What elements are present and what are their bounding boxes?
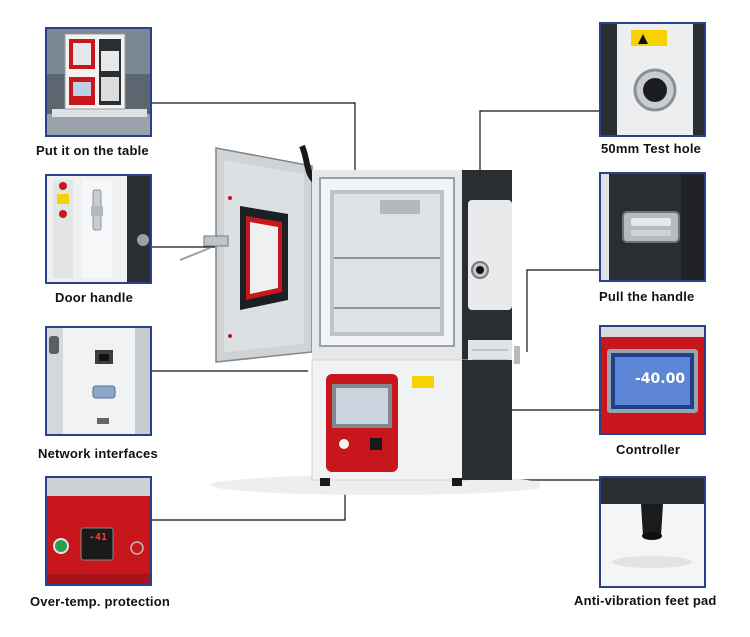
thumb-door-handle: [45, 174, 152, 284]
thumb-network: [45, 326, 152, 436]
controller-photo-image: [601, 327, 704, 433]
caption-overtemp: Over-temp. protection: [30, 594, 170, 609]
leader-line-table: [152, 102, 356, 172]
overtemp-photo-image: [47, 478, 150, 584]
leader-line-pull-handle: [526, 269, 600, 352]
thumb-controller: -40.00: [599, 325, 706, 435]
thumb-table: [45, 27, 152, 137]
door-handle-photo-image: [47, 176, 150, 282]
caption-table: Put it on the table: [36, 143, 149, 158]
thumb-test-hole: [599, 22, 706, 137]
overtemp-display-readout: -41: [88, 532, 108, 543]
thumb-feet: [599, 476, 706, 588]
caption-door-handle: Door handle: [55, 290, 134, 305]
pull-handle-photo-image: [601, 174, 704, 280]
test-chamber-image: [180, 144, 540, 495]
caption-feet: Anti-vibration feet pad: [574, 593, 717, 608]
controller-display-readout: -40.00: [635, 371, 686, 387]
caption-test-hole: 50mm Test hole: [601, 141, 702, 156]
thumb-pull-handle: [599, 172, 706, 282]
thumb-overtemp: -41: [45, 476, 152, 586]
caption-controller: Controller: [616, 442, 681, 457]
caption-network: Network interfaces: [38, 446, 158, 461]
test-hole-photo-image: [601, 24, 704, 135]
table-photo-image: [47, 29, 150, 135]
feet-photo-image: [601, 478, 704, 586]
network-photo-image: [47, 328, 150, 434]
caption-pull-handle: Pull the handle: [599, 289, 695, 304]
